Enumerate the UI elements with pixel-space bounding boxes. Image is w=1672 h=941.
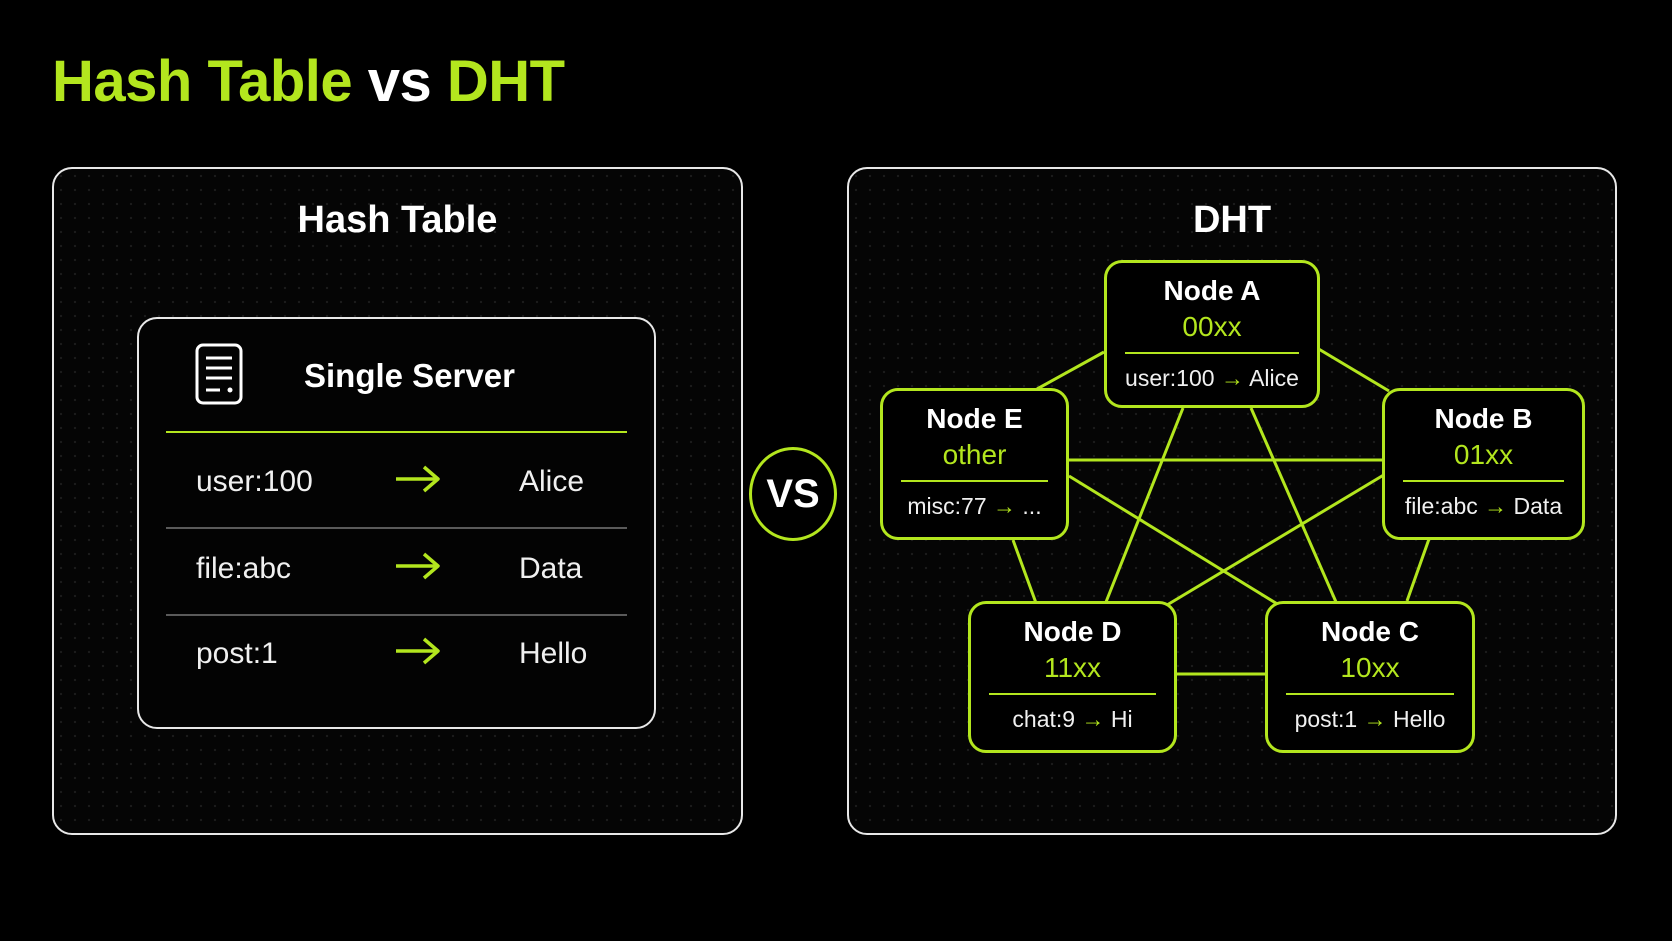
node-divider: [989, 693, 1156, 695]
single-server-label: Single Server: [304, 357, 515, 394]
node-name: Node A: [1163, 275, 1261, 306]
node-b: Node B 01xx file:abc → Data: [1382, 388, 1585, 540]
node-range: 00xx: [1182, 311, 1242, 342]
node-entry-value: Alice: [1249, 365, 1299, 391]
link-b-d: [1166, 471, 1388, 607]
arrow-right-icon: [396, 465, 440, 493]
node-entry-key: chat:9: [1012, 706, 1076, 732]
node-entry: user:100 → Alice: [1107, 365, 1317, 392]
node-entry-value: Data: [1513, 493, 1563, 519]
node-range: 11xx: [1043, 652, 1102, 683]
arrow-right-icon: →: [993, 493, 1017, 519]
link-a-e: [1036, 350, 1105, 391]
node-a: Node A 00xx user:100 → Alice: [1104, 260, 1320, 408]
node-entry-key: user:100: [1125, 365, 1215, 391]
node-name: Node B: [1434, 403, 1533, 434]
node-divider: [1286, 693, 1454, 695]
table-row: user:100 Alice: [166, 441, 627, 527]
arrow-right-icon: →: [1484, 493, 1508, 519]
node-divider: [1125, 352, 1299, 354]
node-name: Node D: [1023, 616, 1122, 647]
arrow-right-icon: [396, 637, 440, 665]
table-row: file:abc Data: [166, 528, 627, 614]
single-server-box: Single Server user:100 Alice file:abc Da…: [137, 317, 656, 729]
arrow-right-icon: →: [1081, 706, 1105, 732]
row-value: Alice: [519, 465, 585, 498]
node-e: Node E other misc:77 → ...: [880, 388, 1069, 540]
arrow-right-icon: →: [1220, 365, 1244, 391]
row-value: Data: [519, 552, 583, 585]
hash-table-panel: Hash Table Single Server user:100 Alice …: [52, 167, 743, 835]
node-entry-value: Hi: [1110, 706, 1133, 732]
dht-panel-title: DHT: [1192, 199, 1272, 241]
node-name: Node C: [1321, 616, 1419, 647]
link-a-c: [1249, 407, 1338, 603]
page-title: Hash Table vs DHT: [52, 48, 565, 115]
node-divider: [1403, 480, 1564, 482]
link-a-b: [1316, 346, 1390, 393]
node-d: Node D 11xx chat:9 → Hi: [968, 601, 1177, 753]
row-divider: [166, 527, 627, 529]
vs-badge: VS: [749, 447, 837, 541]
link-e-d: [1011, 539, 1038, 604]
row-key: file:abc: [196, 552, 292, 585]
node-range: 10xx: [1340, 652, 1400, 683]
arrow-right-icon: →: [1363, 706, 1387, 732]
title-vs: vs: [352, 49, 447, 114]
node-name: Node E: [926, 403, 1023, 434]
node-entry-key: file:abc: [1404, 493, 1478, 519]
arrow-right-icon: [396, 552, 440, 580]
node-entry-value: ...: [1022, 493, 1042, 519]
title-dht: DHT: [446, 49, 565, 114]
server-divider: [166, 431, 627, 433]
node-entry-key: post:1: [1294, 706, 1358, 732]
node-entry-key: misc:77: [907, 493, 987, 519]
row-key: user:100: [196, 465, 313, 498]
node-c: Node C 10xx post:1 → Hello: [1265, 601, 1475, 753]
node-range: other: [942, 439, 1007, 470]
hash-table-panel-title: Hash Table: [297, 199, 498, 241]
node-entry: chat:9 → Hi: [971, 706, 1174, 733]
row-key: post:1: [196, 637, 278, 670]
server-icon: [195, 343, 243, 405]
link-b-c: [1405, 538, 1431, 602]
title-hash-table: Hash Table: [52, 49, 353, 114]
node-divider: [901, 480, 1048, 482]
row-divider: [166, 614, 627, 616]
node-range: 01xx: [1453, 439, 1514, 470]
dht-panel: DHT Node A 00xx user:100 → Alice Node: [847, 167, 1617, 835]
node-entry-value: Hello: [1393, 706, 1446, 732]
table-row: post:1 Hello: [166, 613, 627, 699]
node-entry: misc:77 → ...: [883, 493, 1066, 520]
dht-connections: [1011, 346, 1431, 676]
node-entry: file:abc → Data: [1385, 493, 1582, 520]
node-entry: post:1 → Hello: [1268, 706, 1472, 733]
link-e-c: [1068, 474, 1280, 607]
link-a-d: [1104, 407, 1185, 603]
row-value: Hello: [519, 637, 588, 670]
